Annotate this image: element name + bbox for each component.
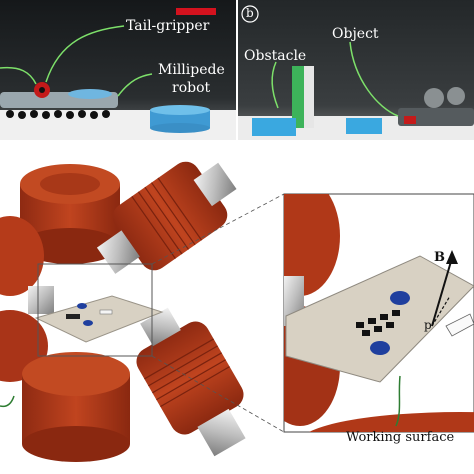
white-obstacle [304,66,314,128]
object-label: Object [332,26,379,42]
callout-line [349,41,399,117]
robot-label: robot [172,80,211,96]
blue-disk [370,341,390,355]
callout-line [117,73,153,97]
photo-panel-b: b Obstacle Object [238,0,474,140]
robot [398,108,474,126]
callout-line [45,25,125,83]
moment-arrow-p [431,295,451,327]
render-c-illustration [0,146,474,474]
working-surface-label: Working surface [346,430,455,445]
object-block [346,118,382,134]
field-label-B: B [434,250,445,265]
scale-bar [176,8,216,15]
green-obstacle [292,66,306,128]
panel-letter-circle [241,5,259,23]
blue-puck [150,110,210,128]
electromagnet-top-right [96,161,237,274]
obstacle-label: Obstacle [244,48,307,64]
panel-letter: b [246,6,254,20]
photo-panel-a: Tail-gripper Millipede robot [0,0,236,140]
zoom-line [151,355,285,433]
blue-disk [83,320,93,326]
working-plate-small [34,295,164,343]
callout-line [271,61,279,109]
electromagnet-left [0,216,44,296]
tail-gripper-label: Tail-gripper [126,18,210,34]
blue-block [252,118,296,136]
steel-core [28,286,54,314]
blue-disk [77,303,87,309]
photo-b-illustration [238,0,474,140]
electromagnet-bottom [22,352,130,462]
zoom-line [151,193,285,265]
photo-a-illustration [0,0,236,140]
moment-label-p: p [424,318,432,332]
callout-line [0,66,37,85]
millipede-robot [356,310,400,336]
zoom-inset [283,193,474,433]
white-object [445,313,474,337]
zoom-box [37,263,153,357]
millipede-robot-small [66,314,80,319]
blue-disk [390,291,410,305]
electromagnet-top-left [20,164,120,264]
render-panel-c: B p Working surface [0,146,474,474]
millipede-label: Millipede [158,62,225,78]
field-arrow-B [431,257,453,327]
